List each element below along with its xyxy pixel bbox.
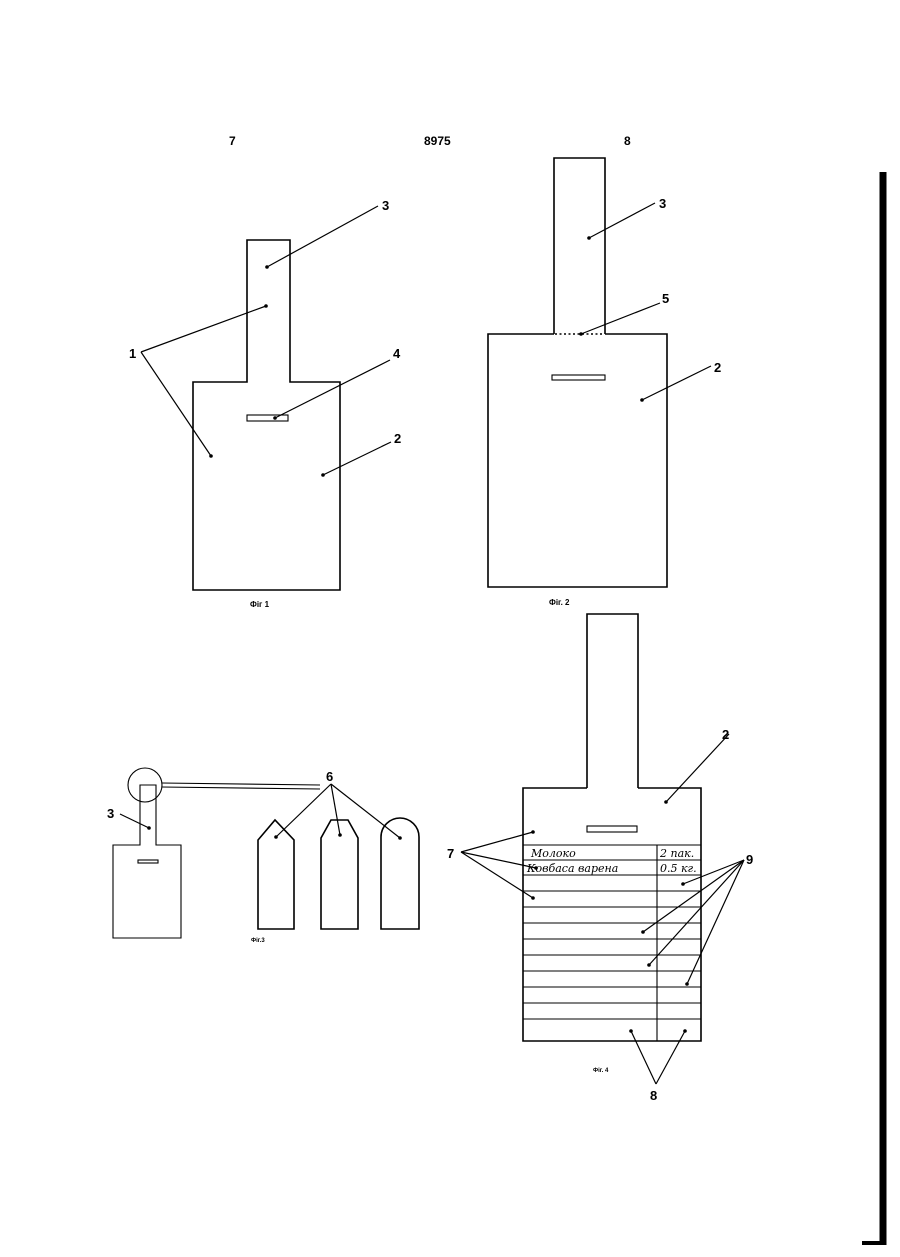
fig1-label-1: 1 — [129, 346, 136, 361]
fig4-label-2: 2 — [722, 727, 729, 742]
fig4-label-7: 7 — [447, 846, 454, 861]
fig3-arrow-line-bottom — [162, 787, 320, 789]
fig2-slot — [552, 375, 605, 380]
fig2-label-2: 2 — [714, 360, 721, 375]
fig4-leader-8a — [631, 1031, 656, 1084]
patent-number: 8975 — [424, 134, 451, 148]
right-page-number: 8 — [624, 134, 631, 148]
figure-2: 3 5 2 Фіг. 2 — [488, 158, 721, 607]
figure-1: 3 1 4 2 Фіг 1 — [129, 198, 401, 609]
fig3-small-bag-outline — [113, 785, 181, 938]
fig2-leader-5 — [581, 303, 660, 334]
fig4-leader-8b — [656, 1031, 685, 1084]
fig3-leader-3 — [120, 814, 149, 828]
fig2-leader-3 — [589, 203, 655, 238]
fig2-handle-outline — [554, 158, 605, 334]
fig3-leader-6b — [331, 784, 340, 835]
figure-4: Молоко 2 пак. Ковбаса варена 0.5 кг. 2 7… — [447, 614, 753, 1103]
left-page-number: 7 — [229, 134, 236, 148]
fig3-arrow-line-top — [162, 783, 320, 785]
fig2-label-3: 3 — [659, 196, 666, 211]
fig3-leader-6a — [276, 784, 331, 837]
fig4-slot — [587, 826, 637, 832]
fig1-label-3: 3 — [382, 198, 389, 213]
fig4-caption: Фіг. 4 — [593, 1068, 609, 1074]
fig1-slot — [247, 415, 288, 421]
fig3-leader-6c — [331, 784, 400, 838]
fig3-small-slot — [138, 860, 158, 863]
fig1-leader-3 — [267, 206, 378, 267]
fig3-caption: Фіг.3 — [251, 938, 265, 944]
fig1-label-2: 2 — [394, 431, 401, 446]
fig2-body-outline — [488, 334, 667, 587]
fig2-label-5: 5 — [662, 291, 669, 306]
fig4-label-8: 8 — [650, 1088, 657, 1103]
fig4-label-9: 9 — [746, 852, 753, 867]
fig4-row1-qty: 2 пак. — [659, 847, 694, 860]
fig4-leader-2 — [666, 734, 729, 802]
fig4-row2-item: Ковбаса варена — [526, 862, 618, 875]
figure-3: 3 6 Фіг.3 — [107, 768, 419, 944]
fig1-label-4: 4 — [393, 346, 401, 361]
fig1-leader-2 — [323, 442, 391, 475]
fig3-rounded-handle — [381, 818, 419, 929]
fig1-caption: Фіг 1 — [250, 600, 270, 609]
fig4-leader-9c — [649, 860, 744, 965]
fig1-leader-4 — [275, 360, 390, 418]
fig3-label-3: 3 — [107, 806, 114, 821]
fig1-leader-1b — [141, 352, 211, 456]
fig3-label-6: 6 — [326, 769, 333, 784]
fig4-row2-qty: 0.5 кг. — [660, 862, 697, 875]
fig4-handle-outline — [587, 614, 638, 788]
fig4-row1-item: Молоко — [530, 847, 576, 860]
fig2-caption: Фіг. 2 — [549, 598, 570, 607]
fig2-leader-2 — [642, 366, 711, 400]
